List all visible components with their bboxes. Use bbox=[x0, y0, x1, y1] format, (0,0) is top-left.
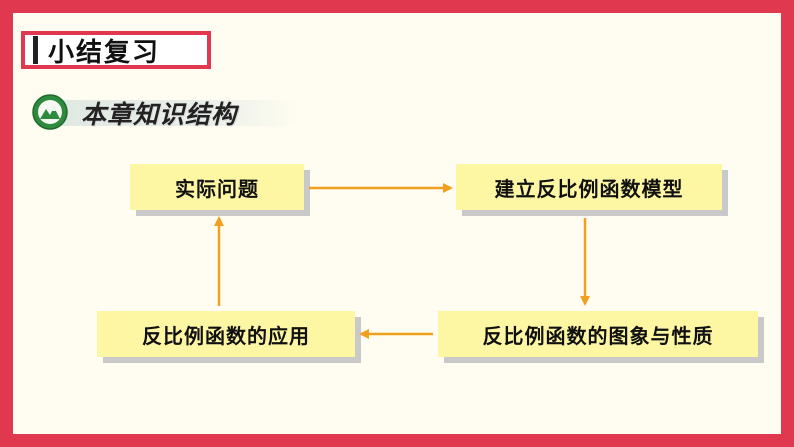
flow-arrows bbox=[214, 183, 590, 339]
slide: 小结复习 本章知识结构 实际问题 建立反比例函数模型 反比例函数的图象与性质 反… bbox=[13, 13, 781, 434]
node-build-model: 建立反比例函数模型 bbox=[456, 164, 722, 210]
page-title: 小结复习 bbox=[48, 37, 161, 68]
title-box: 小结复习 bbox=[21, 31, 211, 69]
node-graph-properties: 反比例函数的图象与性质 bbox=[438, 311, 758, 357]
section-header: 本章知识结构 bbox=[31, 93, 301, 131]
node-application: 反比例函数的应用 bbox=[97, 311, 355, 357]
title-bar bbox=[33, 36, 38, 64]
section-strip bbox=[51, 100, 301, 126]
mountain-icon bbox=[32, 94, 68, 130]
section-title: 本章知识结构 bbox=[81, 100, 238, 129]
node-actual-problem: 实际问题 bbox=[130, 164, 304, 210]
